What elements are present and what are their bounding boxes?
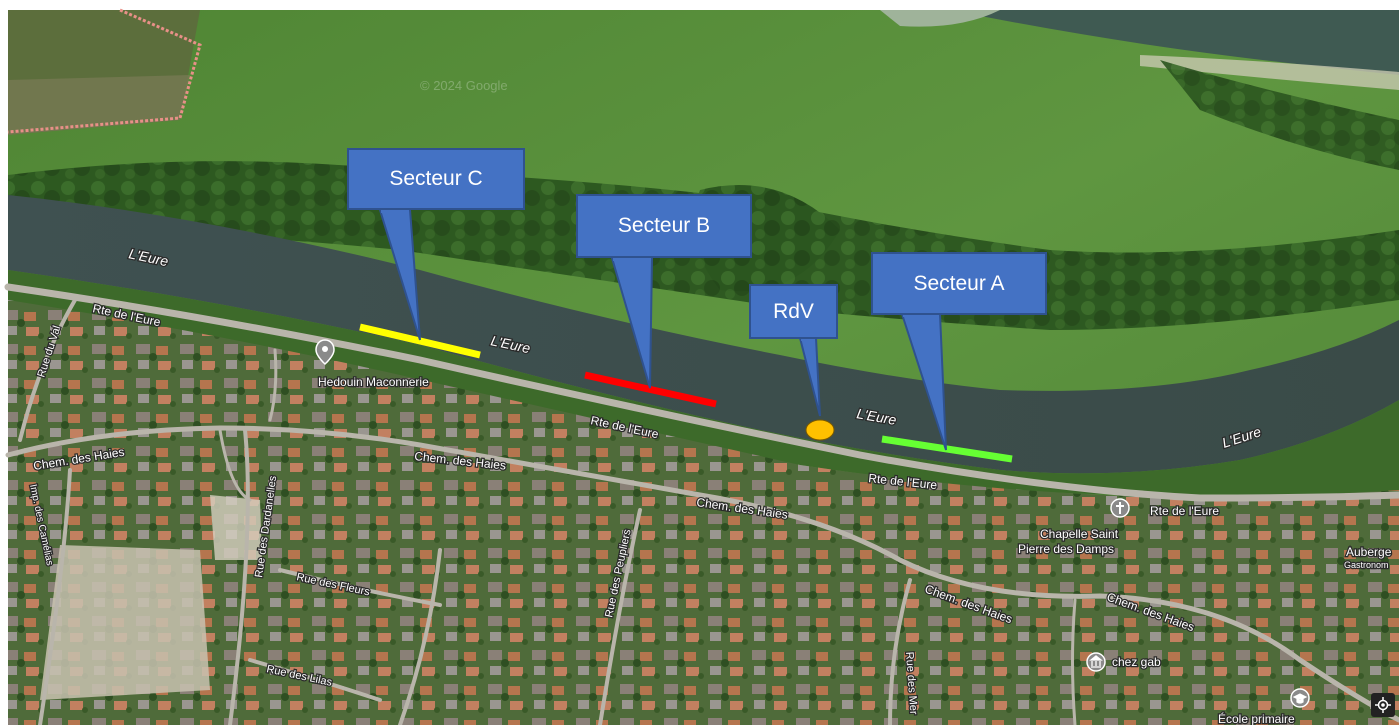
rdv-callout[interactable]: RdV bbox=[749, 284, 838, 339]
secteur-a-label: Secteur A bbox=[913, 271, 1005, 295]
poi-label: Pierre des Damps bbox=[1018, 542, 1114, 556]
secteur-a-line bbox=[881, 435, 1013, 463]
poi-label: Gastronom bbox=[1344, 560, 1389, 570]
residential-area bbox=[8, 300, 1399, 725]
road-label: Rte de l'Eure bbox=[1150, 504, 1219, 518]
secteur-b-line bbox=[584, 371, 717, 408]
rdv-marker[interactable] bbox=[805, 419, 835, 441]
secteur-c-label: Secteur C bbox=[389, 167, 483, 190]
river-eure bbox=[8, 195, 1399, 474]
road-label: Rue des Mer bbox=[903, 651, 919, 715]
poi-label: Hedouin Maconnerie bbox=[318, 375, 429, 389]
cross-icon[interactable] bbox=[1110, 498, 1130, 518]
secteur-c-line bbox=[359, 323, 481, 359]
road-network bbox=[4, 283, 1399, 725]
map-watermark: © 2024 Google bbox=[420, 78, 508, 93]
museum-icon[interactable] bbox=[1086, 652, 1106, 672]
locate-button[interactable] bbox=[1371, 693, 1395, 717]
secteur-a-callout[interactable]: Secteur A bbox=[871, 252, 1047, 315]
secteur-b-label: Secteur B bbox=[617, 214, 711, 237]
rdv-label: RdV bbox=[773, 299, 814, 323]
secteur-c-callout[interactable]: Secteur C bbox=[347, 148, 525, 210]
secteur-b-callout[interactable]: Secteur B bbox=[576, 194, 752, 258]
poi-label: chez gab bbox=[1112, 655, 1161, 669]
map-pin-icon[interactable] bbox=[315, 339, 335, 366]
poi-label: Chapelle Saint bbox=[1040, 527, 1119, 541]
poi-label: École primaire bbox=[1218, 711, 1295, 725]
locate-icon bbox=[1375, 697, 1391, 713]
poi-label: Auberge bbox=[1346, 545, 1392, 559]
school-icon[interactable] bbox=[1290, 688, 1310, 708]
